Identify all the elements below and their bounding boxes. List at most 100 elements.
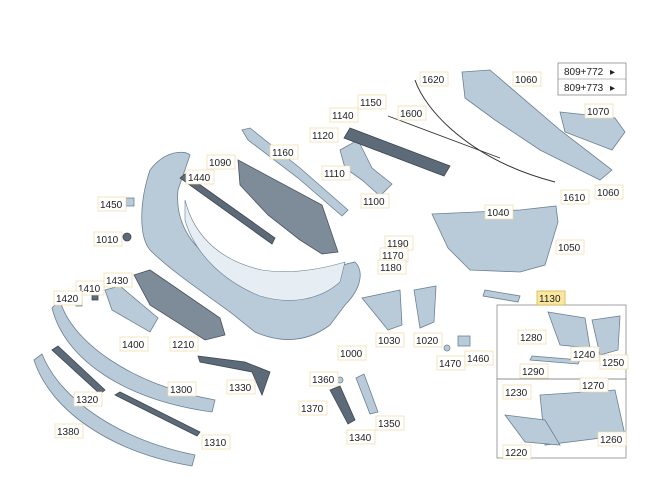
callout-1440[interactable]: 1440: [185, 169, 215, 185]
callout-text: 1600: [400, 109, 423, 120]
callout-text: 1300: [170, 385, 193, 396]
grille-1210: [133, 269, 226, 341]
callout-1610[interactable]: 1610: [560, 189, 590, 205]
callout-box: [512, 71, 542, 87]
callout-1180[interactable]: 1180: [377, 259, 407, 275]
callout-1130[interactable]: 1130: [536, 290, 566, 306]
strip-1320: [51, 345, 106, 395]
callout-text: 1170: [382, 251, 404, 262]
callout-text: 1110: [324, 169, 345, 180]
callout-1370[interactable]: 1370: [298, 400, 328, 416]
callout-text: 1090: [209, 158, 232, 169]
callout-1250[interactable]: 1250: [599, 354, 629, 370]
callout-1280[interactable]: 1280: [517, 329, 547, 345]
ref-link-1[interactable]: 809+772: [564, 67, 604, 78]
callout-1240[interactable]: 1240: [570, 346, 600, 362]
callout-1350[interactable]: 1350: [375, 415, 405, 431]
flap-1030: [361, 289, 403, 331]
callout-text: 1370: [301, 404, 324, 415]
callout-1400[interactable]: 1400: [119, 336, 149, 352]
callout-text: 1120: [312, 131, 334, 142]
callout-box: [298, 400, 328, 416]
callout-1320[interactable]: 1320: [73, 391, 103, 407]
callout-1030[interactable]: 1030: [375, 332, 405, 348]
callout-1060a[interactable]: 1060: [512, 71, 542, 87]
callout-1290[interactable]: 1290: [519, 363, 549, 379]
part-1350: [355, 373, 379, 415]
clip-1470: [443, 344, 451, 352]
callout-1210[interactable]: 1210: [169, 336, 199, 352]
callout-1050[interactable]: 1050: [555, 239, 585, 255]
callout-box: [206, 154, 236, 170]
callout-text: 1450: [100, 200, 123, 211]
callout-box: [570, 346, 600, 362]
callout-box: [321, 165, 351, 181]
callout-box: [519, 363, 549, 379]
callout-1000[interactable]: 1000: [337, 345, 367, 361]
callout-1360[interactable]: 1360: [309, 371, 339, 387]
callout-1010[interactable]: 1010: [93, 231, 123, 247]
callout-text: 1180: [380, 263, 402, 274]
callout-box: [54, 423, 84, 439]
callout-1140[interactable]: 1140: [329, 107, 359, 123]
callout-1020[interactable]: 1020: [413, 332, 443, 348]
callout-1460[interactable]: 1460: [464, 350, 494, 366]
callout-text: 1410: [78, 284, 101, 295]
trim-1330: [197, 355, 271, 397]
callout-1310[interactable]: 1310: [201, 434, 231, 450]
callout-1330[interactable]: 1330: [226, 379, 256, 395]
grille-1090: [237, 159, 339, 255]
callout-1300[interactable]: 1300: [167, 381, 197, 397]
callout-text: 1420: [56, 294, 79, 305]
callout-1120[interactable]: 1120: [309, 127, 339, 143]
callout-1090[interactable]: 1090: [206, 154, 236, 170]
callout-text: 1150: [360, 98, 382, 109]
callout-1100[interactable]: 1100: [360, 193, 390, 209]
bar-1140: [343, 127, 451, 177]
strip-1440: [179, 173, 276, 245]
callout-box: [484, 204, 514, 220]
callout-text: 1160: [272, 148, 294, 159]
callout-1430[interactable]: 1430: [103, 272, 133, 288]
carrier-1060: [461, 69, 613, 181]
callout-1600[interactable]: 1600: [397, 105, 427, 121]
callout-box: [517, 329, 547, 345]
callout-1620[interactable]: 1620: [419, 71, 449, 87]
callout-1110[interactable]: 1110: [321, 165, 351, 181]
callout-box: [397, 105, 427, 121]
callout-1230[interactable]: 1230: [502, 384, 532, 400]
callout-1060b[interactable]: 1060: [594, 184, 624, 200]
callout-1380[interactable]: 1380: [54, 423, 84, 439]
callout-1420[interactable]: 1420: [53, 290, 83, 306]
callout-box: [337, 345, 367, 361]
callout-1170[interactable]: 1170: [379, 247, 409, 263]
callout-1450[interactable]: 1450: [97, 196, 127, 212]
callout-1040[interactable]: 1040: [484, 204, 514, 220]
detail-part-1250: [591, 315, 621, 356]
part-1340: [329, 385, 356, 425]
callout-1270[interactable]: 1270: [579, 377, 609, 393]
callout-text: 1060: [597, 188, 620, 199]
callout-1470[interactable]: 1470: [436, 355, 466, 371]
callout-box: [419, 71, 449, 87]
callout-box: [579, 377, 609, 393]
clip-1010: [122, 232, 132, 242]
callout-1160[interactable]: 1160: [269, 144, 299, 160]
flap-1020: [413, 285, 437, 329]
callout-1220[interactable]: 1220: [502, 444, 532, 460]
callout-box: [75, 280, 105, 296]
callout-text: 1140: [332, 111, 354, 122]
callout-box: [555, 239, 585, 255]
ref-link-2[interactable]: 809+773: [564, 83, 604, 94]
callout-1150[interactable]: 1150: [357, 94, 387, 110]
callout-1070[interactable]: 1070: [584, 103, 614, 119]
callout-box: [357, 94, 387, 110]
callout-1410[interactable]: 1410: [75, 280, 105, 296]
callout-1340[interactable]: 1340: [346, 429, 376, 445]
callout-box: [169, 336, 199, 352]
callout-text: 1430: [106, 276, 129, 287]
callout-box: [464, 350, 494, 366]
callout-1260[interactable]: 1260: [597, 431, 627, 447]
callout-box: [167, 381, 197, 397]
callout-text: 1190: [387, 239, 409, 250]
